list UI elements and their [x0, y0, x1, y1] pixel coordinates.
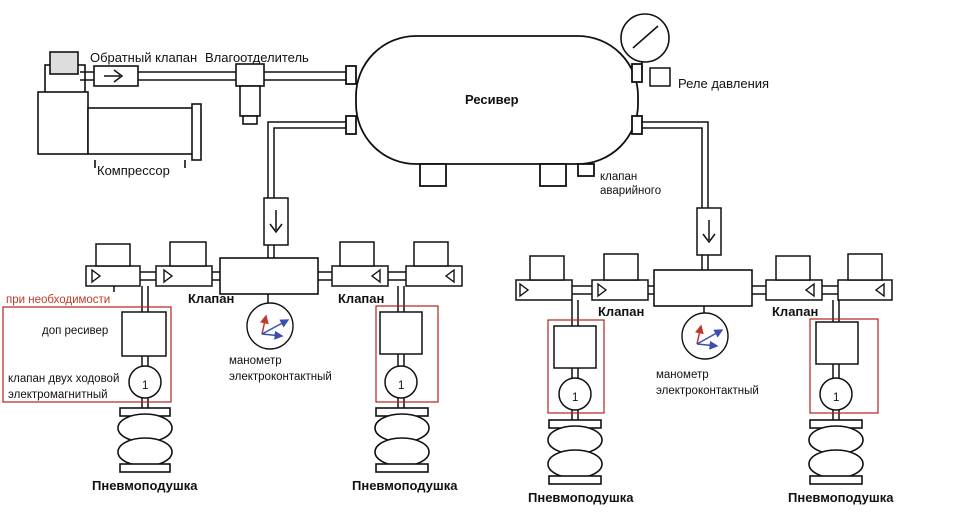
highlight-box-3 [547, 319, 605, 414]
left-column-2 [379, 286, 423, 410]
left-manometer-label-2: электроконтактный [229, 371, 332, 383]
main-supply-pipe [80, 71, 352, 81]
check-valve [93, 65, 139, 87]
if-needed-note: при необходимости [6, 294, 110, 306]
right-column-3 [553, 300, 597, 422]
air-spring-2 [374, 407, 430, 473]
two-way-valve-label-2: электромагнитный [8, 389, 108, 401]
compressor [37, 51, 202, 168]
highlight-box-4 [809, 318, 879, 414]
air-spring-1-label: Пневмоподушка [92, 478, 198, 493]
left-valve-pair-b [318, 241, 463, 287]
triangle-left-icon [597, 282, 608, 298]
right-valve-label-b: Клапан [772, 304, 818, 319]
right-column-4 [815, 300, 859, 422]
triangle-right-icon [370, 268, 381, 284]
left-manifold [219, 257, 319, 310]
right-flow-arrow [696, 207, 722, 256]
left-valve-label-a: Клапан [188, 291, 234, 306]
highlight-box-2 [375, 305, 439, 403]
check-valve-label: Обратный клапан [90, 50, 197, 65]
right-column-3-mark: 1 [572, 392, 578, 404]
right-valve-pair-a [515, 253, 654, 301]
air-spring-2-label: Пневмоподушка [352, 478, 458, 493]
triangle-right-icon [874, 282, 885, 298]
right-manifold [653, 269, 753, 318]
right-branch-pipe [642, 121, 709, 270]
right-manometer [681, 312, 729, 360]
arrow-down-icon [269, 210, 283, 234]
left-column-1-mark: 1 [142, 380, 148, 392]
arrow-down-icon [702, 220, 716, 244]
arrow-right-icon [104, 69, 124, 83]
triangle-left-icon [91, 268, 102, 284]
right-manometer-label-2: электроконтактный [656, 385, 759, 397]
left-valve-label-b: Клапан [338, 291, 384, 306]
moisture-separator [235, 63, 265, 125]
air-spring-3-label: Пневмоподушка [528, 490, 634, 505]
pressure-relay-label: Реле давления [678, 76, 769, 91]
air-spring-4-label: Пневмоподушка [788, 490, 894, 505]
left-branch-pipe [267, 121, 346, 258]
right-valve-pair-b [752, 253, 893, 301]
left-manometer-label-1: манометр [229, 355, 282, 367]
emergency-valve-label-1: клапан [600, 171, 637, 183]
triangle-right-icon [444, 268, 455, 284]
left-column-1 [121, 286, 167, 410]
air-spring-4 [808, 419, 864, 485]
left-valve-pair-a [85, 241, 220, 292]
right-valve-label-a: Клапан [598, 304, 644, 319]
optional-receiver-box [2, 306, 172, 403]
air-spring-3 [547, 419, 603, 485]
triangle-right-icon [804, 282, 815, 298]
left-flow-arrow [263, 197, 289, 246]
moisture-separator-label: Влагоотделитель [205, 50, 309, 65]
two-way-valve-label-1: клапан двух ходовой [8, 373, 119, 385]
triangle-left-icon [519, 282, 530, 298]
extra-receiver-label: доп ресивер [42, 325, 108, 337]
right-column-4-mark: 1 [833, 392, 839, 404]
emergency-valve-label-2: аварийного [600, 185, 661, 197]
left-manometer [246, 302, 294, 350]
triangle-left-icon [163, 268, 174, 284]
left-column-2-mark: 1 [398, 380, 404, 392]
receiver [345, 35, 643, 187]
compressor-label: Компрессор [97, 163, 170, 178]
right-manometer-label-1: манометр [656, 369, 709, 381]
air-spring-1 [117, 407, 173, 473]
receiver-label: Ресивер [465, 92, 519, 107]
pressure-relay [620, 13, 671, 87]
